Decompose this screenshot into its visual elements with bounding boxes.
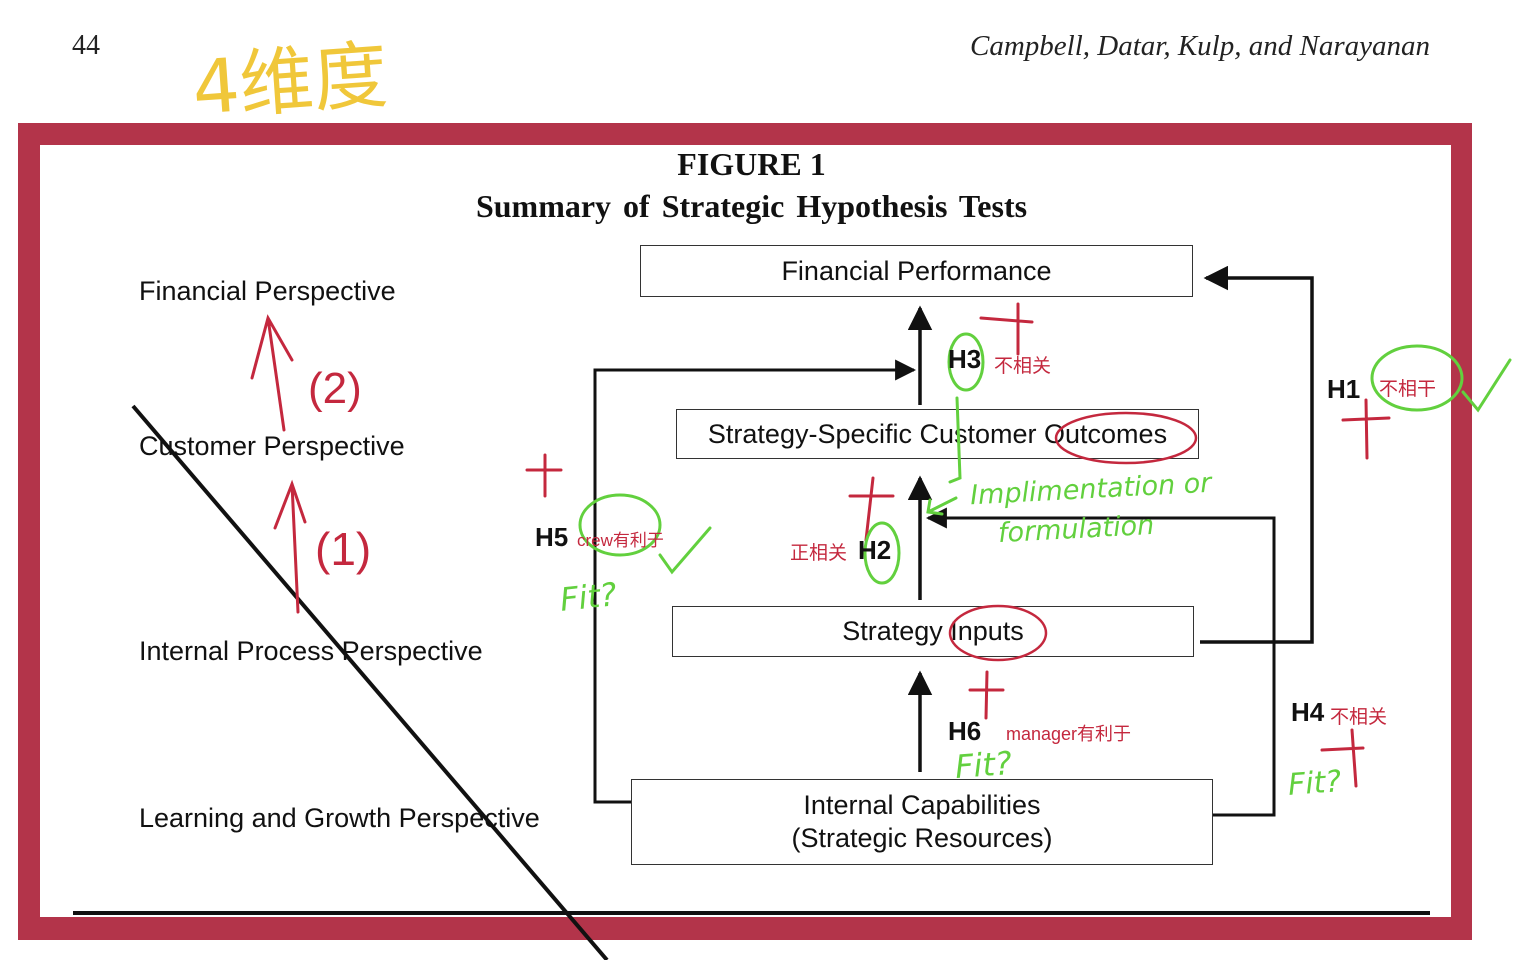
box-financial-performance: Financial Performance — [640, 245, 1193, 297]
perspective-learning-growth: Learning and Growth Perspective — [139, 803, 540, 833]
figure-label: FIGURE 1 — [677, 146, 826, 182]
hypothesis-h3-label: H3 — [948, 344, 982, 374]
perspective-financial: Financial Perspective — [139, 276, 396, 306]
page-number: 44 — [72, 30, 100, 61]
green-circle-h2 — [863, 521, 901, 585]
hypothesis-h2-label: H2 — [858, 535, 892, 565]
note-h3-unrelated: 不相关 — [994, 356, 1052, 377]
green-link-h3 — [948, 396, 962, 484]
red-circle-inputs — [948, 604, 1048, 662]
figure-title: Summary of Strategic Hypothesis Tests — [475, 188, 1028, 224]
red-plus-h5 — [525, 453, 563, 498]
box-strategy-inputs-label: Strategy Inputs — [842, 616, 1024, 646]
red-plus-h6 — [968, 670, 1005, 720]
note-step-2: (2) — [308, 364, 362, 413]
green-circle-h5 — [578, 493, 662, 557]
arrow-h4 — [925, 507, 1276, 817]
red-plus-h3 — [979, 302, 1034, 356]
red-plus-h1 — [1341, 398, 1391, 460]
note-step-1: (1) — [315, 523, 372, 575]
note-h2-positive: 正相关 — [790, 543, 848, 564]
arrow-h5 — [593, 359, 917, 804]
hypothesis-h1-label: H1 — [1327, 374, 1361, 404]
perspective-customer: Customer Perspective — [139, 431, 405, 461]
green-arrow-implementation — [926, 496, 958, 516]
note-h5-crew: crew有利于 — [577, 531, 664, 550]
box-strategy-inputs: Strategy Inputs — [672, 606, 1194, 657]
red-arrow-2 — [250, 314, 294, 432]
red-arrow-1 — [273, 479, 307, 614]
green-check-h1 — [1461, 358, 1512, 413]
perspective-internal-process: Internal Process Perspective — [139, 636, 483, 666]
note-h1-unrelated: 不相干 — [1379, 379, 1437, 400]
hypothesis-h6-label: H6 — [948, 716, 982, 746]
note-fit-h4: Fit? — [1286, 764, 1343, 803]
hypothesis-h4-label: H4 — [1291, 697, 1325, 727]
figure-bottom-rule — [73, 911, 1430, 915]
hypothesis-h5-label: H5 — [535, 522, 569, 552]
green-circle-h1 — [1370, 344, 1464, 412]
note-fit-h5: Fit? — [558, 575, 619, 619]
strike-through-stroke — [131, 404, 609, 960]
arrow-h1 — [1200, 265, 1314, 644]
box-internal-capabilities-line1: Internal Capabilities — [803, 790, 1041, 820]
running-head-authors: Campbell, Datar, Kulp, and Narayanan — [970, 30, 1430, 62]
note-h6-manager: manager有利于 — [1006, 724, 1132, 744]
box-customer-outcomes-label: Strategy-Specific Customer Outcomes — [707, 418, 1168, 449]
red-plus-h4 — [1320, 728, 1365, 788]
green-check-h5 — [658, 526, 712, 575]
red-plus-h2 — [848, 476, 895, 542]
box-customer-outcomes: Strategy-Specific Customer Outcomes — [676, 409, 1199, 459]
box-internal-capabilities: Internal Capabilities (Strategic Resourc… — [631, 779, 1213, 865]
red-circle-outcomes — [1054, 411, 1198, 465]
box-financial-performance-label: Financial Performance — [781, 255, 1052, 286]
note-h4-unrelated: 不相关 — [1330, 707, 1388, 728]
box-internal-capabilities-line2: (Strategic Resources) — [791, 823, 1053, 853]
note-fit-h6: Fit? — [953, 744, 1014, 786]
green-circle-h3 — [947, 332, 985, 392]
